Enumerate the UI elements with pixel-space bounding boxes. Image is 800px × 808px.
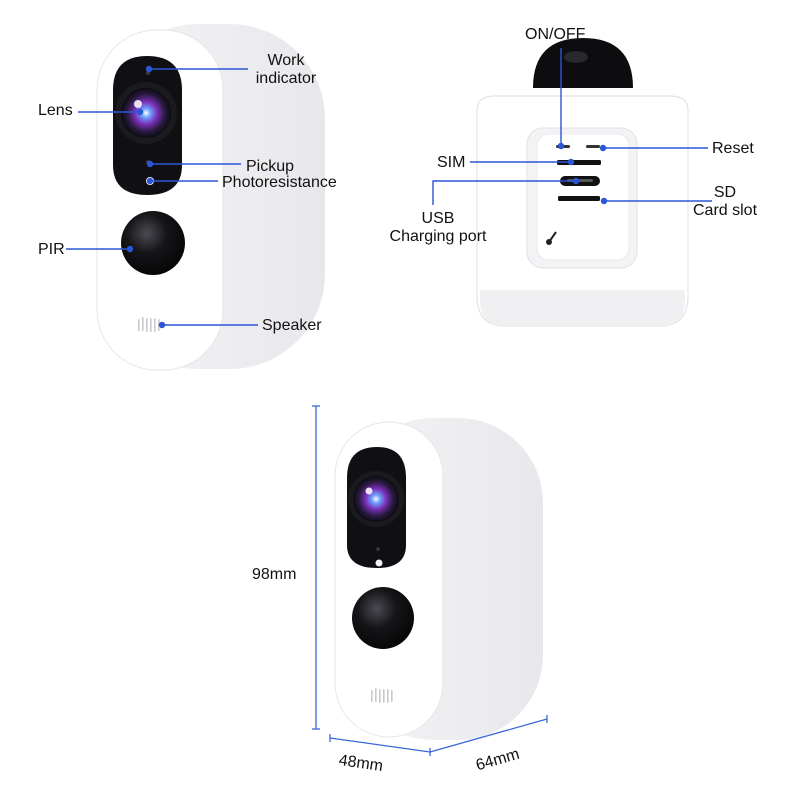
- lens-icon: [121, 88, 171, 138]
- pir-sensor-icon: [121, 211, 185, 275]
- label-work-indicator-line2: indicator: [255, 70, 317, 87]
- front-camera: [96, 24, 325, 371]
- mount-ball: [533, 38, 633, 88]
- label-pickup: Pickup: [246, 158, 295, 175]
- dimension-camera: [334, 418, 543, 740]
- label-lens: Lens: [38, 102, 73, 119]
- label-sd-line2: Card slot: [692, 202, 758, 219]
- label-work-indicator-line1: Work: [267, 52, 305, 69]
- label-usb-charging-port: USB Charging port: [378, 210, 498, 246]
- label-speaker: Speaker: [262, 317, 322, 334]
- label-sd-line1: SD: [713, 184, 737, 201]
- label-on-off: ON/OFF: [525, 26, 586, 43]
- label-usb-line1: USB: [421, 210, 455, 227]
- dim-speaker-grille-icon: [371, 688, 393, 703]
- label-usb-line2: Charging port: [389, 228, 487, 245]
- dimension-height: 98mm: [252, 566, 297, 583]
- back-leader-lines: [432, 48, 712, 205]
- sd-slot-icon: [558, 196, 600, 201]
- label-photoresistance: Photoresistance: [222, 174, 337, 191]
- front-leader-lines: [66, 65, 258, 329]
- label-work-indicator: Work indicator: [240, 52, 332, 88]
- label-reset: Reset: [712, 140, 754, 157]
- back-camera: [476, 38, 689, 327]
- speaker-grille-icon: [138, 317, 160, 332]
- dimension-lines: [312, 405, 548, 756]
- label-sd-card-slot: SD Card slot: [682, 184, 768, 220]
- dim-pir-icon: [352, 587, 414, 649]
- label-pir: PIR: [38, 241, 65, 258]
- reset-button-icon: [586, 145, 600, 148]
- dim-lens-icon: [353, 476, 399, 522]
- label-sim: SIM: [437, 154, 466, 171]
